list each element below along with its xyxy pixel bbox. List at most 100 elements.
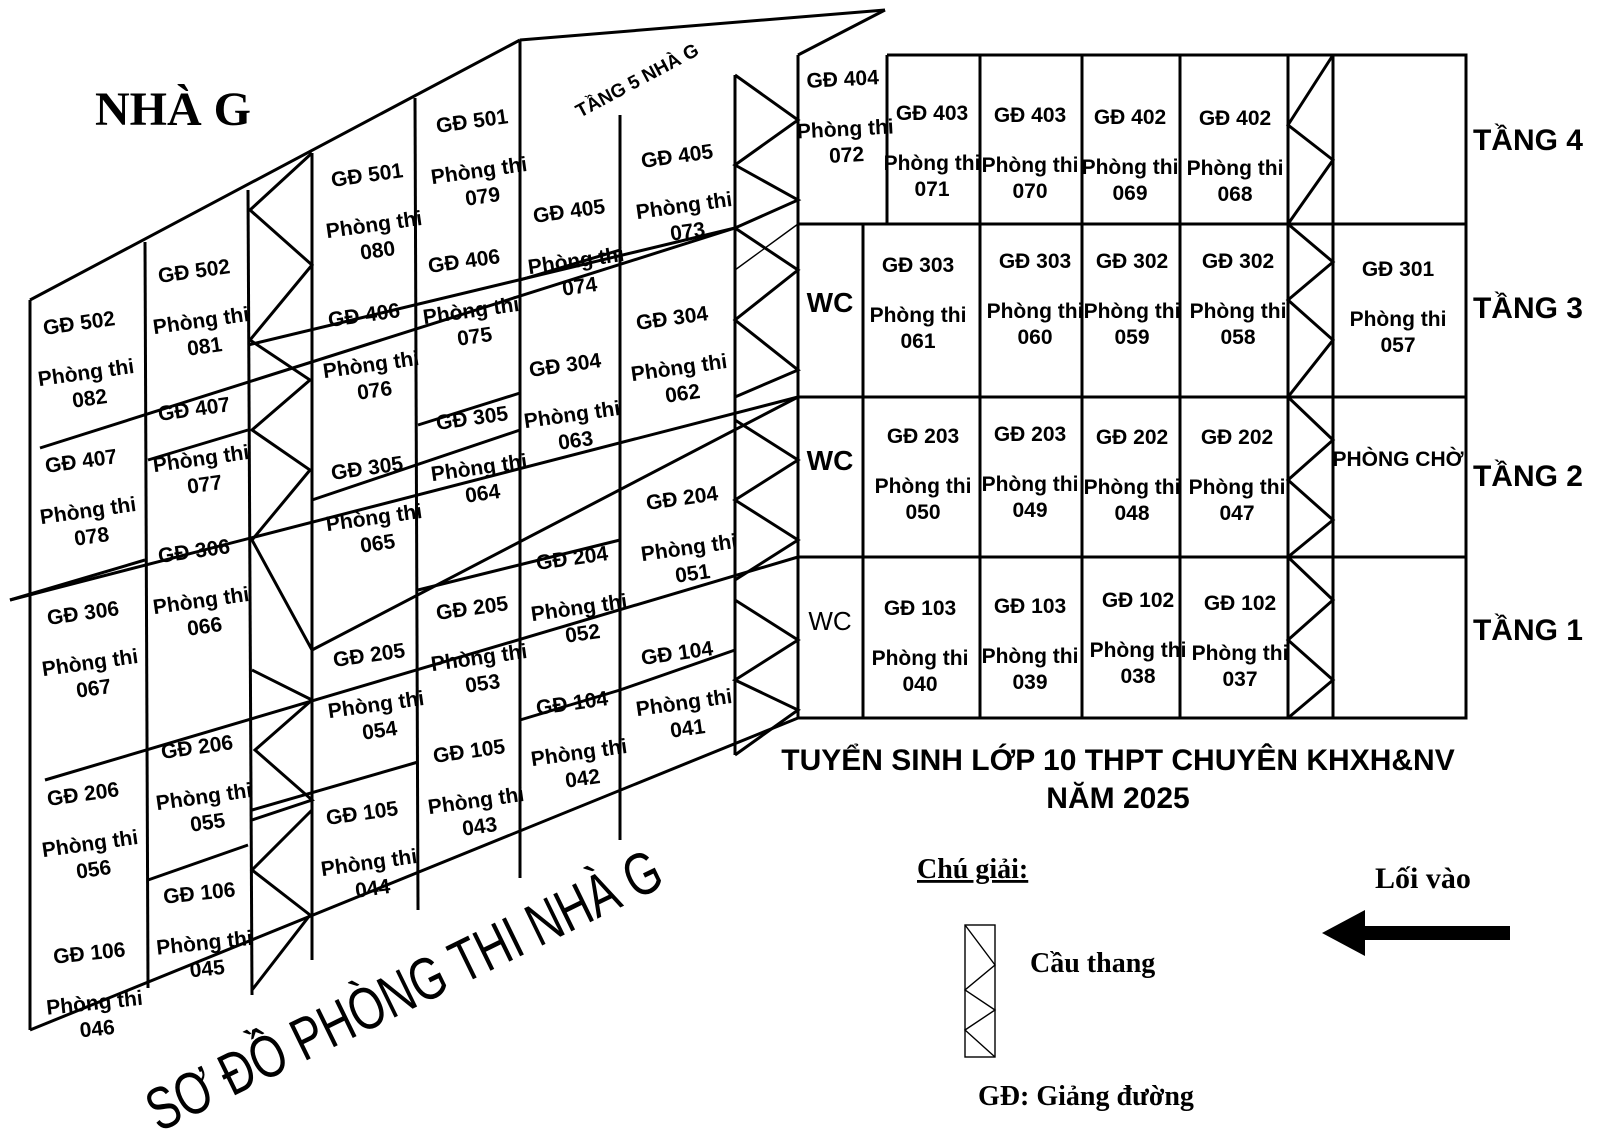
room-hall-label: GĐ 306 <box>157 535 232 568</box>
room-hall-label: GĐ 105 <box>325 797 400 830</box>
room-type-label: Phòng thi <box>320 845 419 881</box>
entrance-label: Lối vào <box>1375 862 1471 895</box>
room-number-label: 062 <box>664 380 702 408</box>
room-type-label: Phòng thi <box>870 304 967 327</box>
room-number-label: 074 <box>561 273 599 301</box>
room-number-label: 058 <box>1220 326 1255 349</box>
room-number-label: 046 <box>79 1016 116 1043</box>
stairs-left-icon <box>247 73 802 991</box>
floor-label-3: TẦNG 3 <box>1473 291 1583 325</box>
room-type-label: Phòng thi <box>430 153 529 189</box>
room-hall-label: GĐ 406 <box>427 245 502 278</box>
room-number-label: 076 <box>356 377 394 405</box>
room-number-label: 067 <box>75 675 113 703</box>
room-number-label: 060 <box>1017 326 1052 349</box>
room-hall-label: GĐ 304 <box>528 349 603 382</box>
room-type-label: Phòng thi <box>1192 642 1289 665</box>
room-number-label: 051 <box>674 560 712 588</box>
room-type-label: Phòng thi <box>635 685 734 721</box>
room-number-label: 081 <box>186 333 224 361</box>
room-type-label: Phòng thi <box>982 154 1079 177</box>
legend-title: Chú giải: <box>917 854 1028 885</box>
room-number-label: 077 <box>186 471 224 499</box>
legend-abbrev: GĐ: Giảng đường <box>978 1081 1194 1112</box>
room-number-label: 037 <box>1222 668 1257 691</box>
room-number-label: 059 <box>1114 326 1149 349</box>
room-type-label: Phòng thi <box>325 207 424 243</box>
room-type-label: Phòng thi <box>1187 157 1284 180</box>
room-hall-label: GĐ 405 <box>640 140 715 173</box>
room-type-label: Phòng thi <box>1190 300 1287 323</box>
room-type-label: Phòng thi <box>987 300 1084 323</box>
room-type-label: Phòng thi <box>530 735 629 771</box>
room-hall-label: GĐ 204 <box>645 482 720 515</box>
room-hall-label: GĐ 106 <box>52 938 126 968</box>
room-number-label: 069 <box>1112 182 1147 205</box>
wing-lines <box>9 8 886 1032</box>
room-number-label: 063 <box>557 427 595 455</box>
room-type-label: Phòng thi <box>322 347 421 383</box>
room-hall-label: GĐ 204 <box>535 542 610 575</box>
room-type-label: Phòng thi <box>796 115 894 143</box>
room-hall-label: GĐ 402 <box>1199 107 1271 130</box>
room-type-label: Phòng thi <box>155 779 254 815</box>
room-hall-label: GĐ 106 <box>162 878 236 908</box>
room-number-label: 043 <box>461 813 499 841</box>
room-hall-label: GĐ 205 <box>435 592 510 625</box>
room-hall-label: GĐ 202 <box>1096 426 1168 449</box>
room-type-label: Phòng thi <box>45 987 144 1020</box>
room-type-label: Phòng thi <box>875 475 972 498</box>
room-type-label: Phòng thi <box>982 645 1079 668</box>
room-number-label: 048 <box>1114 502 1149 525</box>
room-hall-label: GĐ 501 <box>330 159 405 192</box>
room-hall-label: GĐ 407 <box>157 393 232 426</box>
room-number-label: 054 <box>361 717 399 745</box>
room-hall-label: GĐ 104 <box>640 637 715 670</box>
floor-label-2: TẦNG 2 <box>1473 459 1583 493</box>
room-type-label: Phòng thi <box>41 645 140 681</box>
room-number-label: 065 <box>359 530 397 558</box>
room-number-label: 061 <box>900 330 935 353</box>
room-hall-label: GĐ 402 <box>1094 106 1166 129</box>
room-type-label: Phòng thi <box>152 583 251 619</box>
room-number-label: 042 <box>564 765 602 793</box>
room-number-label: 080 <box>359 237 397 265</box>
wc-label: WC <box>808 606 851 636</box>
room-hall-label: GĐ 406 <box>327 299 402 332</box>
room-type-label: Phòng thi <box>527 243 626 279</box>
stairs-right-icon <box>1285 54 1336 720</box>
room-type-label: Phòng thi <box>152 441 251 477</box>
room-number-label: 055 <box>189 809 227 837</box>
room-hall-label: GĐ 304 <box>635 302 710 335</box>
room-number-label: 056 <box>75 856 113 884</box>
room-number-label: 053 <box>464 670 502 698</box>
room-number-label: 079 <box>464 183 502 211</box>
room-hall-label: GĐ 302 <box>1202 250 1274 273</box>
room-number-label: 070 <box>1012 180 1047 203</box>
right-block-lines <box>796 53 1468 720</box>
floor-label-1: TẦNG 1 <box>1473 613 1583 647</box>
room-number-label: 071 <box>914 178 949 201</box>
room-type-label: Phòng thi <box>41 826 140 862</box>
room-type-label: Phòng thi <box>1082 156 1179 179</box>
room-number-label: 068 <box>1217 183 1252 206</box>
